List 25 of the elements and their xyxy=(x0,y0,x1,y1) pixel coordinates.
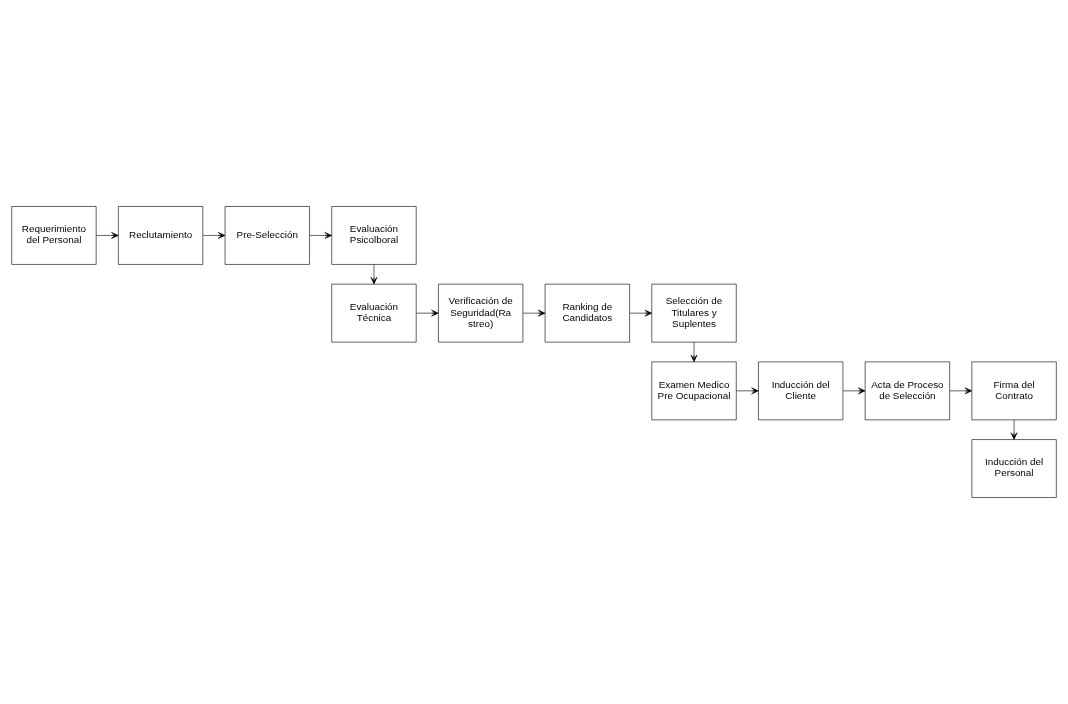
arrow xyxy=(949,387,973,395)
node-box: Evaluación Psicolboral xyxy=(331,206,417,265)
arrow xyxy=(370,264,378,285)
arrow xyxy=(690,342,698,363)
arrow xyxy=(736,387,759,395)
node-box: Acta de Proceso de Selección xyxy=(864,361,950,421)
node-box: Pre-Selección xyxy=(224,206,310,265)
node-box: Selección de Titulares y Suplentes xyxy=(651,283,737,343)
arrow xyxy=(309,232,332,239)
arrow xyxy=(96,232,119,239)
arrow xyxy=(522,309,546,317)
arrow xyxy=(1010,419,1018,440)
node-box: Firma del Contrato xyxy=(971,361,1057,421)
arrow xyxy=(416,309,439,317)
arrow xyxy=(842,387,866,395)
node-box: Verificación de Seguridad(Ra streo) xyxy=(438,283,524,343)
node-box: Requerimiento del Personal xyxy=(11,206,97,265)
arrow xyxy=(202,232,226,239)
node-box: Inducción del Personal xyxy=(971,439,1057,498)
node-box: Ranking de Candidatos xyxy=(544,283,630,343)
node-box: Reclutamiento xyxy=(118,206,204,265)
arrow xyxy=(629,309,652,317)
node-box: Inducción del Cliente xyxy=(758,361,844,421)
node-box: Evaluación Técnica xyxy=(331,283,417,343)
node-box: Examen Medico Pre Ocupacional xyxy=(651,361,737,421)
